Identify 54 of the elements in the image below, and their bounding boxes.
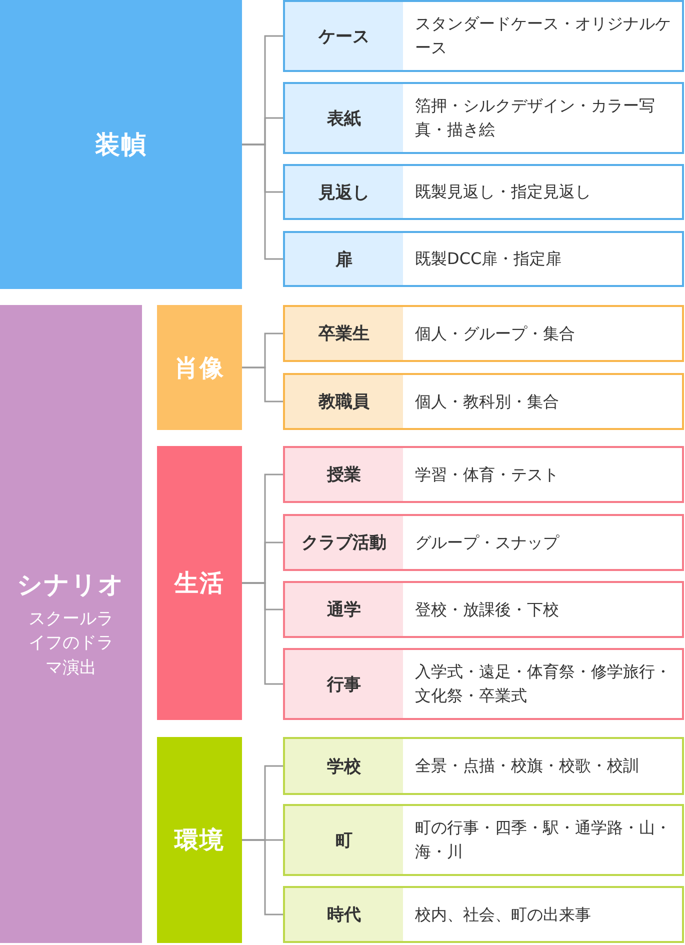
item-row (283, 737, 684, 795)
row-heading: 町 (285, 806, 403, 874)
row-heading: ケース (285, 2, 403, 70)
connector-line (242, 144, 283, 260)
connector-line (242, 366, 283, 402)
category-title: 生活 (174, 568, 224, 599)
item-row (283, 804, 684, 876)
item-row (283, 305, 684, 362)
row-heading: 表紙 (285, 84, 403, 152)
connector-line (242, 582, 283, 685)
item-row (283, 373, 684, 430)
row-heading: クラブ活動 (285, 516, 403, 569)
row-heading: 卒業生 (285, 307, 403, 360)
row-description: 入学式・遠足・体育祭・修学旅行・文化祭・卒業式 (414, 661, 672, 707)
row-description: スタンダードケース・オリジナルケース (414, 13, 672, 59)
item-row (283, 514, 684, 571)
row-heading: 見返し (285, 166, 403, 218)
item-row (283, 164, 684, 220)
row-description: 町の行事・四季・駅・通学路・山・海・川 (414, 817, 672, 863)
row-heading: 教職員 (285, 375, 403, 428)
row-description: 既製DCC扉・指定扉 (414, 248, 563, 270)
category-block (157, 305, 242, 430)
item-row (283, 82, 684, 154)
item-row (283, 231, 684, 287)
row-description: 個人・グループ・集合 (414, 322, 576, 344)
category-block (157, 446, 242, 720)
item-row (283, 446, 684, 503)
item-row (283, 648, 684, 720)
item-row (283, 0, 684, 72)
row-heading: 扉 (285, 233, 403, 285)
connector-line (242, 839, 283, 916)
item-row (283, 886, 684, 943)
row-description: グループ・スナップ (414, 532, 560, 554)
row-description: 既製見返し・指定見返し (414, 181, 592, 203)
row-description: 箔押・シルクデザイン・カラー写真・描き絵 (414, 95, 656, 141)
category-title: 装幀 (95, 129, 147, 161)
row-description: 学習・体育・テスト (414, 464, 560, 486)
row-description: 全景・点描・校旗・校歌・校訓 (414, 755, 640, 777)
row-heading: 時代 (285, 888, 403, 941)
category-title: 環境 (174, 825, 224, 856)
row-heading: 学校 (285, 739, 403, 793)
category-title: 肖像 (174, 352, 224, 384)
row-heading: 通学 (285, 583, 403, 636)
row-heading: 授業 (285, 448, 403, 501)
row-description: 登校・放課後・下校 (414, 598, 560, 620)
row-heading: 行事 (285, 650, 403, 718)
row-description: 校内、社会、町の出来事 (414, 904, 592, 926)
row-description: 個人・教科別・集合 (414, 390, 560, 412)
category-block (157, 737, 242, 943)
category-title: シナリオ (17, 568, 125, 601)
item-row (283, 581, 684, 638)
category-block (0, 0, 242, 289)
category-subtitle: スクールライフのドラマ演出 (27, 608, 114, 680)
category-block (0, 305, 142, 943)
